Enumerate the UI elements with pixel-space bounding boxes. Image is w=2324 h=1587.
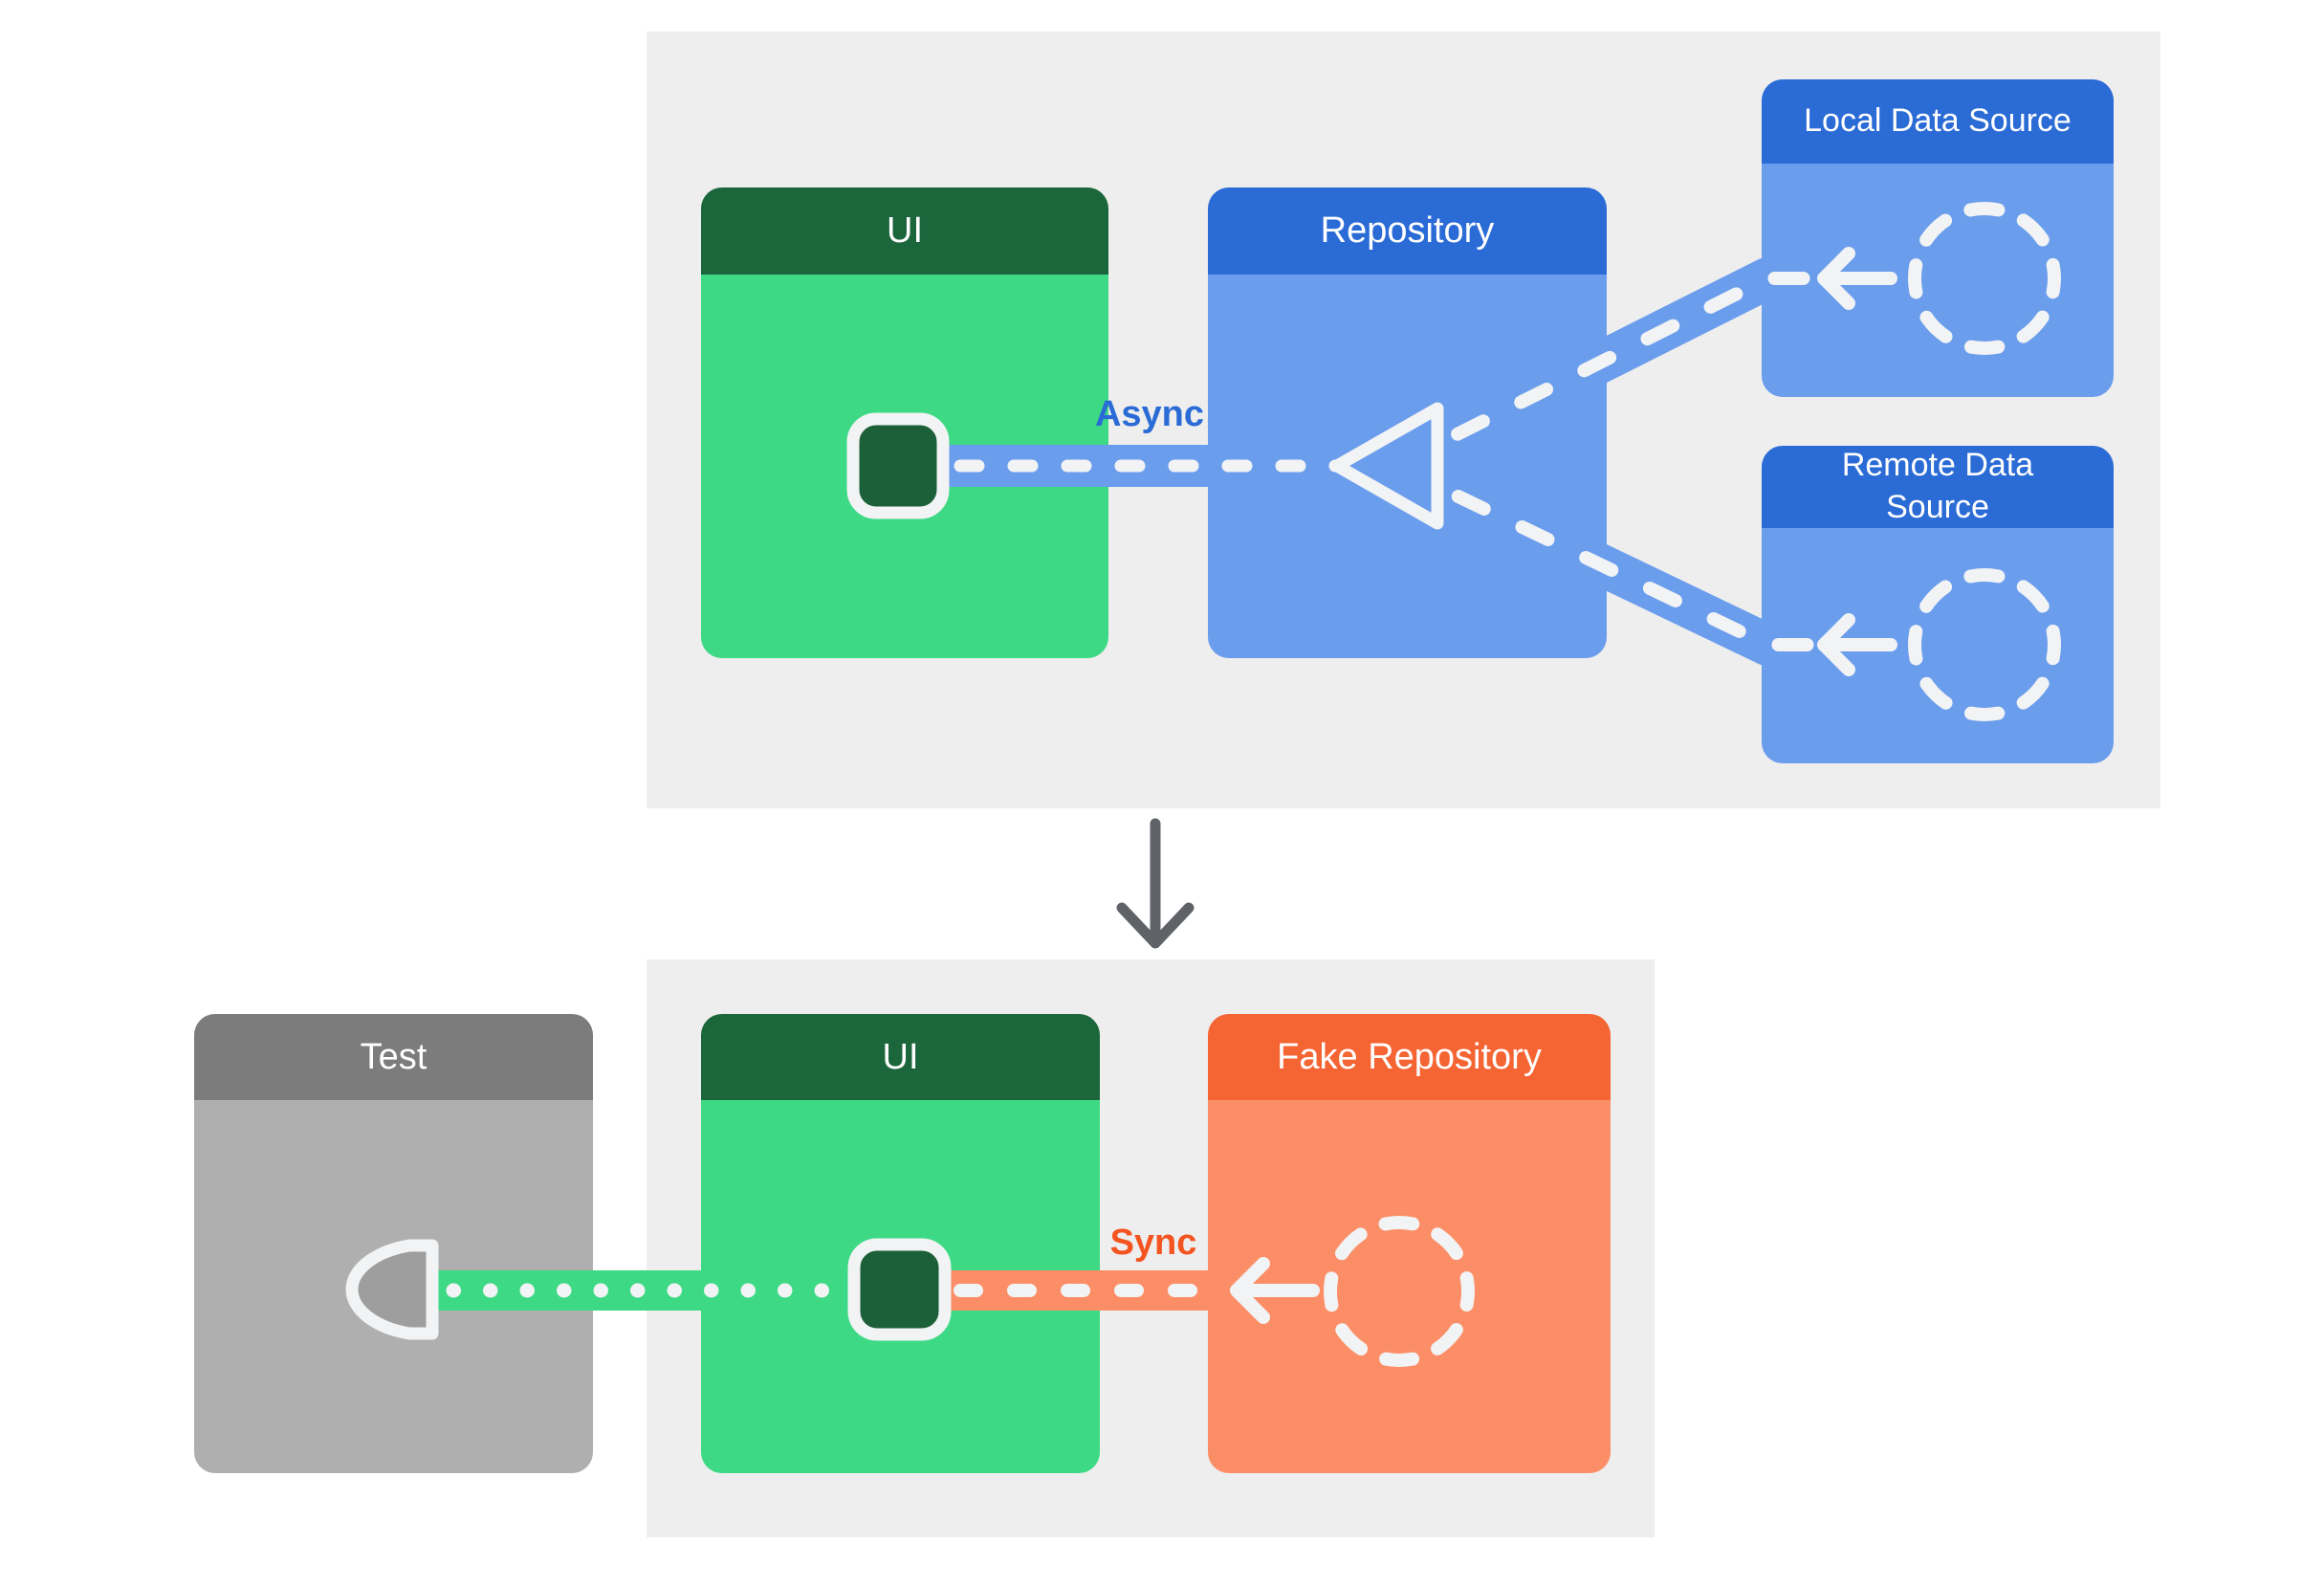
down-arrow-icon [1116,818,1195,949]
test-card-body [194,1100,593,1473]
test-card-header: Test [194,1014,593,1100]
ui-card-header: UI [701,187,1108,275]
ui-card-test-header: UI [701,1014,1100,1100]
fake-repository-title: Fake Repository [1277,1036,1542,1077]
remote-data-source-body [1762,528,2114,763]
ui-card-title: UI [887,210,923,252]
ui-card-production: UI [701,187,1108,658]
async-flow-label: Async [1094,394,1205,434]
repository-card: Repository [1208,187,1607,658]
local-data-source-title: Local Data Source [1804,102,2072,140]
repository-card-header: Repository [1208,187,1607,275]
local-data-source-body [1762,164,2114,397]
sync-flow-label: Sync [1109,1223,1197,1263]
ui-card-test-title: UI [882,1036,919,1077]
fake-repository-header: Fake Repository [1208,1014,1611,1100]
local-data-source-header: Local Data Source [1762,79,2114,164]
ui-card-test-body [701,1100,1100,1473]
fake-repository-card: Fake Repository [1208,1014,1611,1473]
repository-card-body [1208,275,1607,658]
fake-repository-body [1208,1100,1611,1473]
remote-data-source-header: Remote Data Source [1762,446,2114,528]
ui-card-test: UI [701,1014,1100,1473]
local-data-source-card: Local Data Source [1762,79,2114,397]
test-card: Test [194,1014,593,1473]
ui-card-body [701,275,1108,658]
test-card-title: Test [360,1036,428,1077]
remote-data-source-title: Remote Data Source [1841,447,2034,525]
remote-data-source-card: Remote Data Source [1762,446,2114,763]
repository-card-title: Repository [1320,210,1495,252]
